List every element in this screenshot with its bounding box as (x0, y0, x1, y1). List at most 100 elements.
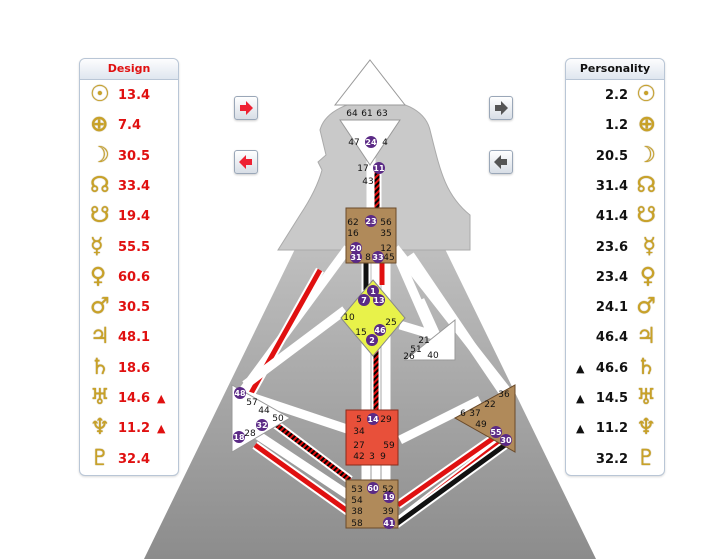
gate-57: 57 (246, 398, 257, 408)
gate-15: 15 (355, 328, 366, 338)
personality-row: ♇32.2 (566, 445, 664, 475)
gate-61: 61 (361, 109, 372, 119)
design-panel: Design ☉13.4⊕7.4☽30.5☊33.4☋19.4☿55.5♀60.… (79, 58, 179, 476)
gate-1-marker (367, 285, 379, 297)
gate-5: 5 (356, 415, 362, 425)
gate-54: 54 (351, 496, 363, 506)
personality-value: 46.4 (595, 330, 628, 346)
gate-60-marker (367, 482, 379, 494)
gate-13: 13 (373, 296, 384, 305)
design-value: 48.1 (118, 330, 151, 346)
personality-title: Personality (566, 59, 664, 80)
design-row: ♀60.6 (80, 263, 178, 293)
design-row: ♂ 30.5 (80, 293, 178, 323)
gate-2-marker (366, 334, 378, 346)
gate-64: 64 (346, 109, 358, 119)
gate-4: 4 (382, 138, 388, 148)
personality-value: 14.5 (595, 391, 628, 406)
personality-row: ☿23.6 (566, 233, 664, 263)
gate-41: 41 (383, 519, 395, 528)
uranus-icon: ♅ (90, 385, 110, 410)
retrograde-mark-icon: ▲ (157, 422, 166, 436)
design-row: ♅14.6▲ (80, 384, 178, 414)
neptune-icon: ♆ (636, 415, 656, 441)
design-row: ♃ 48.1 (80, 323, 178, 353)
gate-13-marker (373, 294, 385, 306)
gate-55-marker (490, 426, 502, 438)
south-node-icon: ☋ (636, 203, 656, 229)
gate-25: 25 (385, 318, 396, 328)
design-row: ☊ 33.4 (80, 172, 178, 202)
design-value: 30.5 (118, 300, 151, 316)
gate-30-marker (500, 434, 512, 446)
channel-41-30-active (393, 442, 507, 528)
design-title: Design (80, 59, 178, 80)
design-value: 55.5 (118, 239, 151, 255)
design-value: 33.4 (118, 178, 151, 194)
gate-45: 45 (383, 253, 394, 263)
design-forward-button[interactable] (234, 96, 258, 120)
design-value: 30.5 (118, 148, 151, 164)
gate-58: 58 (351, 519, 363, 529)
jupiter-icon: ♃ (90, 324, 110, 350)
gate-19-marker (383, 491, 395, 503)
channel-35-36 (406, 252, 509, 398)
gate-59: 59 (383, 441, 395, 451)
design-row: ♄18.6 (80, 354, 178, 384)
north-node-icon: ☊ (636, 172, 656, 198)
gate-46-marker (374, 324, 386, 336)
personality-row: ⊕1.2 (566, 111, 664, 141)
design-value: 32.4 (118, 451, 151, 467)
gate-18: 18 (233, 433, 245, 442)
spleen-center (231, 384, 291, 453)
channel-28-38-active (268, 418, 352, 482)
personality-value: 41.4 (595, 209, 628, 225)
gate-47: 47 (348, 138, 359, 148)
personality-forward-button[interactable] (489, 96, 513, 120)
gate-3: 3 (369, 452, 375, 462)
mercury-icon: ☿ (90, 233, 104, 259)
design-value: 7.4 (118, 118, 142, 134)
sun-icon: ☉ (636, 82, 656, 107)
personality-row: ☊31.4 (566, 172, 664, 202)
gate-38: 38 (351, 507, 363, 517)
gate-21: 21 (418, 336, 429, 346)
mars-icon: ♂ (90, 294, 110, 320)
design-back-button[interactable] (234, 150, 258, 174)
uranus-icon: ♅ (636, 385, 656, 410)
saturn-icon: ♄ (90, 354, 110, 380)
channel-10-57 (242, 306, 348, 389)
channel-18-58 (247, 426, 351, 499)
channel-6-59 (397, 395, 483, 445)
gate-10: 10 (343, 313, 355, 323)
personality-row: ☽20.5 (566, 142, 664, 172)
personality-row: ♂24.1 (566, 293, 664, 323)
design-value: 19.4 (118, 209, 151, 225)
gate-24: 24 (365, 138, 377, 147)
design-value: 14.6 (118, 391, 151, 406)
retrograde-mark-icon: ▲ (576, 392, 585, 405)
personality-back-button[interactable] (489, 150, 513, 174)
gate-60: 60 (367, 484, 379, 493)
ego-center (403, 318, 456, 361)
personality-row: ♃46.4 (566, 323, 664, 353)
channel-57-34 (243, 390, 352, 435)
retrograde-mark-icon: ▲ (576, 422, 585, 436)
gate-48-marker (234, 387, 246, 399)
personality-value: 24.1 (595, 300, 628, 316)
mercury-icon: ☿ (642, 233, 656, 259)
gate-32-marker (256, 419, 268, 431)
gate-31-marker (350, 251, 362, 263)
g-center (340, 279, 406, 357)
gate-39: 39 (382, 507, 394, 517)
sun-icon: ☉ (90, 82, 110, 107)
gate-16: 16 (347, 229, 359, 239)
arrow-left-grey-icon (494, 155, 507, 169)
north-node-icon: ☊ (90, 172, 110, 198)
personality-value: 23.4 (595, 269, 628, 285)
design-row: ☋19.4 (80, 202, 178, 232)
neptune-icon: ♆ (90, 415, 110, 441)
saturn-icon: ♄ (636, 354, 656, 380)
moon-icon: ☽ (90, 142, 110, 168)
